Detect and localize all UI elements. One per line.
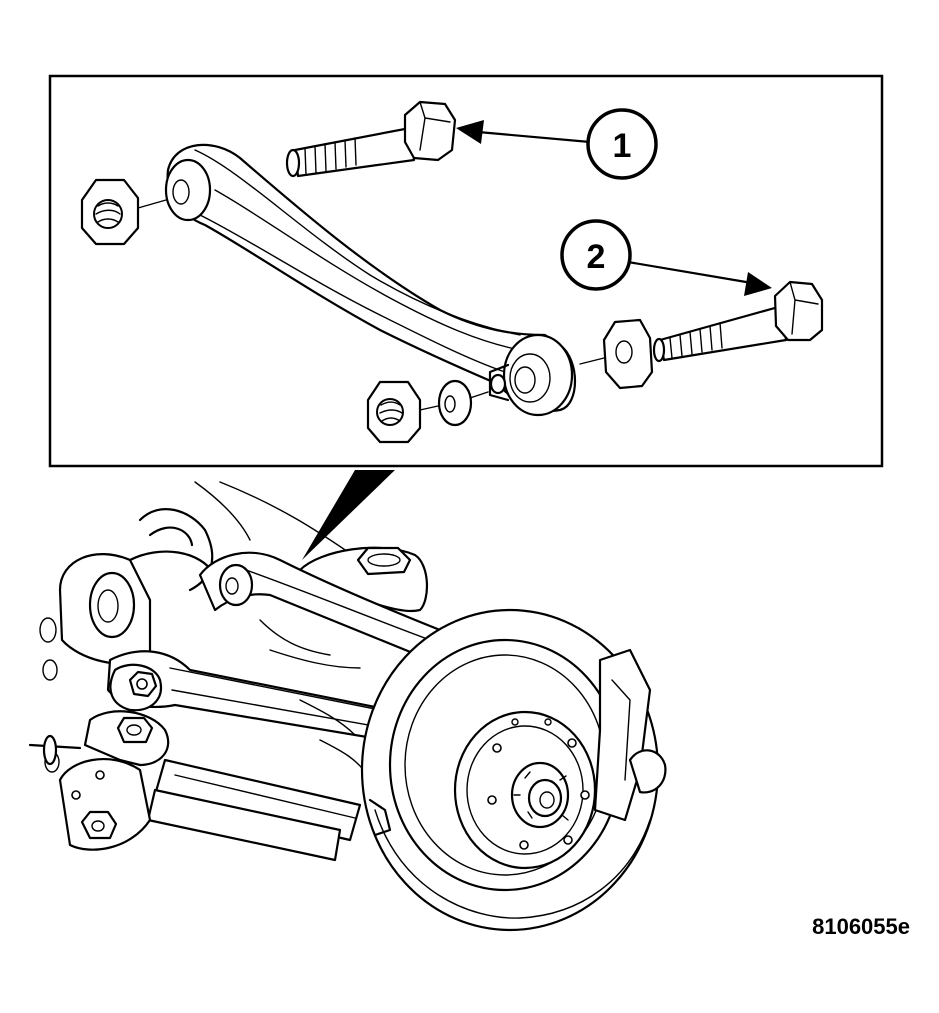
bolt-1 (285, 100, 457, 178)
detail-pointer (302, 470, 395, 560)
bolt-2 (652, 280, 824, 363)
callout-2-number: 2 (587, 238, 606, 276)
rear-suspension-assembly (28, 481, 667, 932)
nut-front (80, 178, 167, 246)
callout-1-number: 1 (613, 127, 632, 165)
callout-1: 1 (456, 108, 658, 180)
nut-rear (366, 379, 489, 444)
control-arm (164, 143, 577, 417)
callout-2: 2 (560, 219, 772, 296)
cam-washer (579, 318, 654, 390)
detail-inset: 1 2 (48, 74, 884, 468)
figure-id: 8106055e (812, 914, 910, 939)
